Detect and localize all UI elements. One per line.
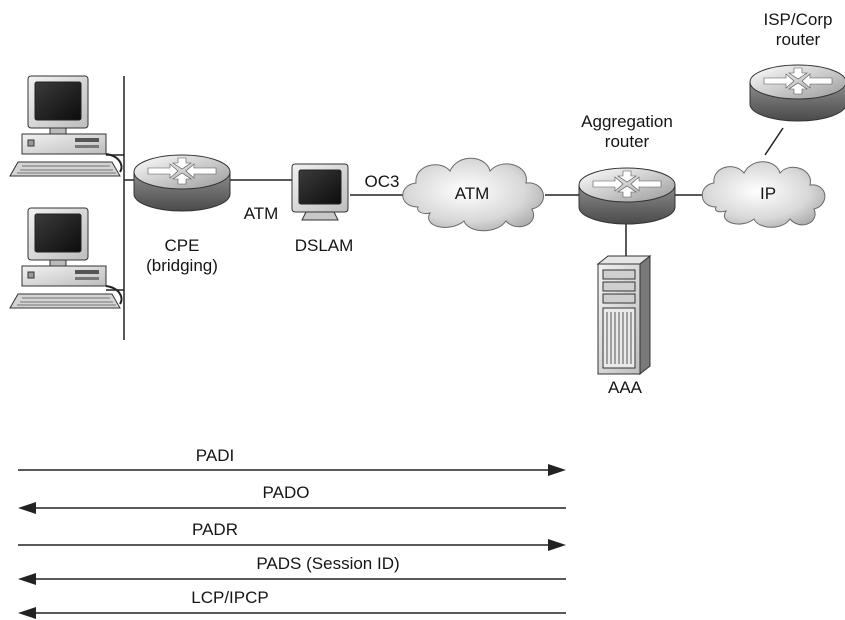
ip-cloud-label: IP [759,184,777,203]
atm-cloud-label: ATM [454,184,490,203]
atm-link-label: ATM [243,204,279,223]
oc3-link-label: OC3 [364,172,400,191]
padi-arrowhead [548,464,566,476]
cpe-label: CPE (bridging) [146,236,218,275]
pads-arrowhead [18,573,36,585]
isp-corp-router-label: ISP/Corp router [763,10,833,49]
message-arrows [18,464,566,619]
desktop-pc-2-icon [9,207,123,309]
dslam-label: DSLAM [294,236,354,255]
atm-cloud-icon [402,157,544,232]
aggregation-router-icon [578,167,676,225]
padr-arrowhead [548,539,566,551]
isp-corp-router-icon [749,64,845,122]
aaa-label: AAA [607,378,643,397]
pado-label: PADO [262,483,310,502]
pads-label: PADS (Session ID) [256,554,400,573]
padr-label: PADR [192,520,238,539]
desktop-pc-1-icon [9,75,123,177]
pado-arrowhead [18,502,36,514]
cpe-router-icon [133,154,231,212]
ip-cloud-icon [701,161,826,228]
dslam-icon [291,163,349,221]
lcp-ipcp-label: LCP/IPCP [191,588,269,607]
padi-label: PADI [195,446,235,465]
lcp-ipcp-arrowhead [18,607,36,619]
aggregation-router-label: Aggregation router [581,112,673,151]
ip-isp-link [764,127,784,156]
aaa-server-icon [596,254,652,376]
